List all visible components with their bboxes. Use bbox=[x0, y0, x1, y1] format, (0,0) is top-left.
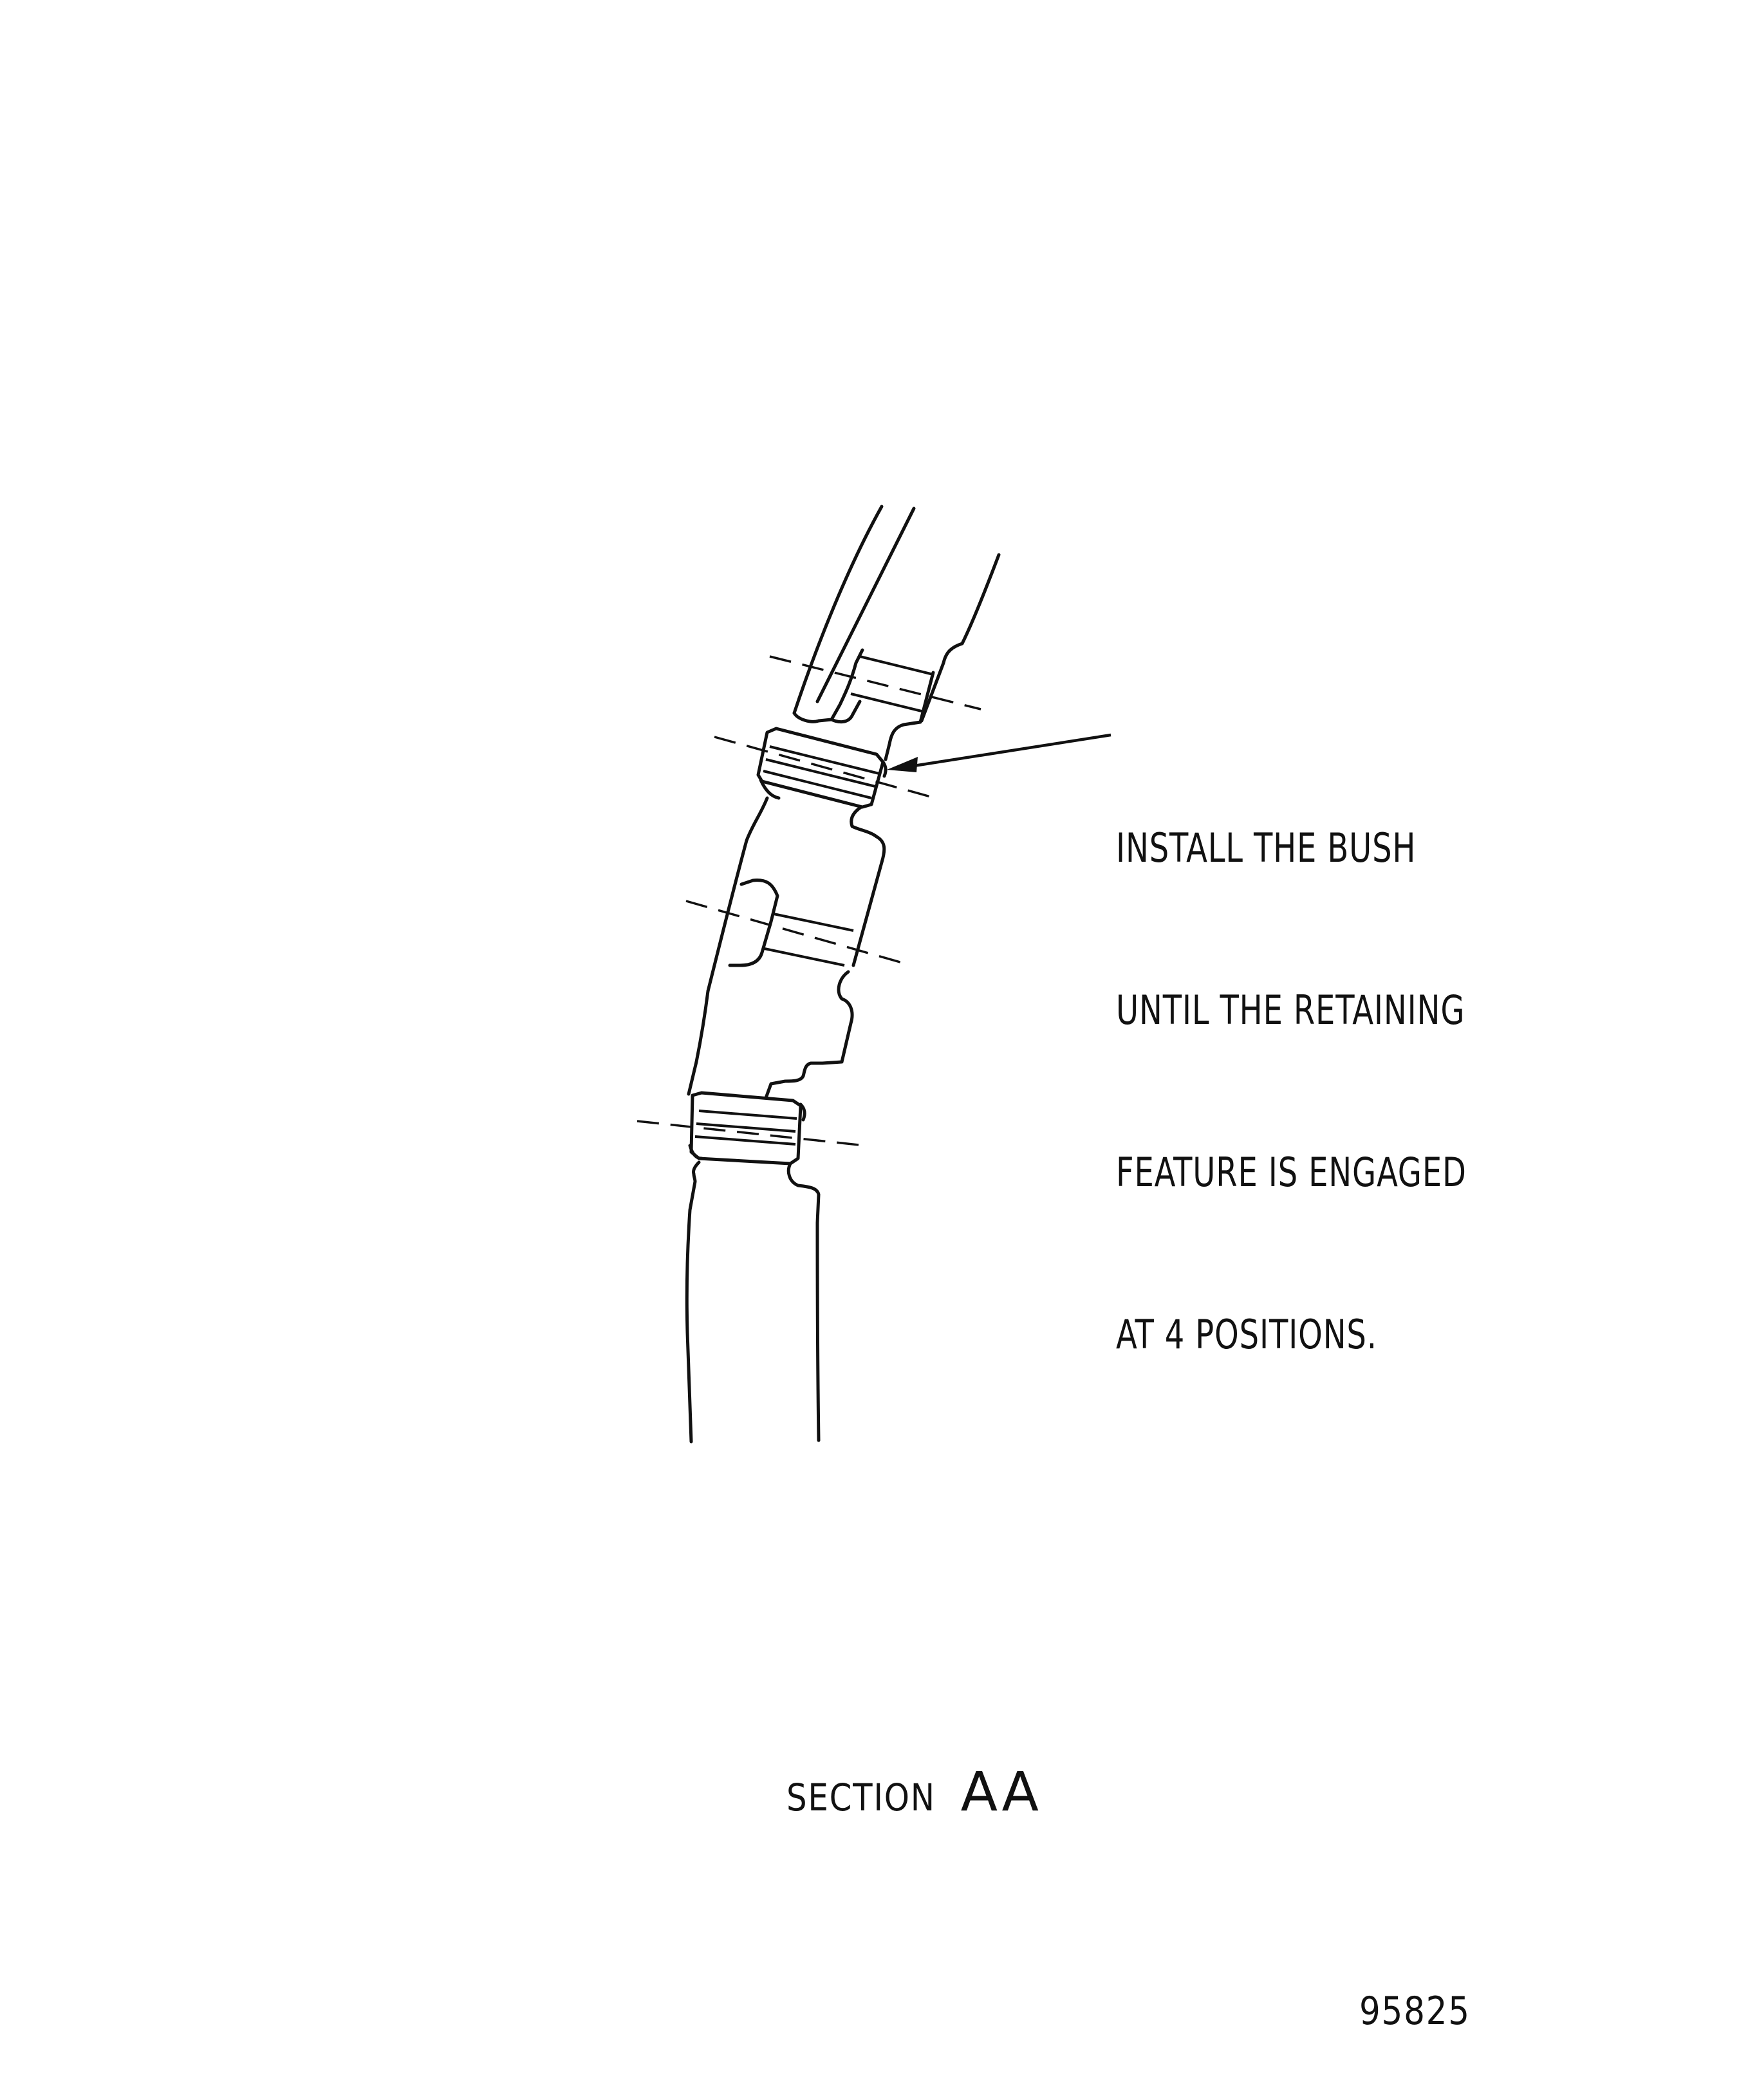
lower-body-divider bbox=[821, 1060, 844, 1065]
callout-line-1: INSTALL THE BUSH bbox=[1116, 824, 1417, 871]
middle-hole-bore-bottom bbox=[764, 947, 845, 967]
callout-line-4: AT 4 POSITIONS. bbox=[1116, 1311, 1377, 1358]
lower-body-left bbox=[687, 989, 710, 1096]
bottom-right-wall bbox=[786, 1162, 821, 1442]
section-title: SECTION AA bbox=[786, 1760, 1041, 1823]
lower-body-right bbox=[837, 970, 854, 1064]
upper-inner-curve bbox=[815, 506, 916, 703]
upper-bush bbox=[756, 727, 888, 809]
upper-hole-centerline bbox=[769, 655, 981, 711]
upper-outer-curve bbox=[792, 505, 884, 715]
section-letters: AA bbox=[960, 1760, 1041, 1823]
segment-upper-right bbox=[884, 720, 922, 761]
callout-line-2: UNTIL THE RETAINING bbox=[1116, 987, 1465, 1034]
upper-bush-centerline bbox=[714, 736, 931, 798]
bottom-left-wall bbox=[685, 1160, 701, 1444]
callout-line-3: FEATURE IS ENGAGED bbox=[1116, 1149, 1467, 1196]
middle-hole-block bbox=[728, 878, 779, 967]
middle-hole-centerline bbox=[685, 900, 903, 964]
upper-right-edge bbox=[920, 553, 1001, 723]
section-word: SECTION bbox=[786, 1776, 936, 1819]
upper-hole-right bbox=[918, 671, 935, 724]
callout-arrowhead bbox=[887, 757, 918, 772]
drawing-number: 95825 bbox=[1359, 1989, 1471, 2034]
lower-bush bbox=[688, 1091, 806, 1166]
upper-hole-bore-top bbox=[859, 655, 934, 676]
install-bush-callout: INSTALL THE BUSH UNTIL THE RETAINING FEA… bbox=[1116, 713, 1467, 1416]
upper-hole-bore-bottom bbox=[850, 692, 925, 713]
middle-body-left bbox=[706, 796, 769, 993]
lower-bush-centerline bbox=[637, 1120, 866, 1147]
lower-step bbox=[764, 1061, 824, 1100]
segment-upper-left bbox=[792, 711, 833, 723]
middle-body-right bbox=[850, 805, 886, 967]
middle-hole-bore-top bbox=[773, 913, 854, 932]
upper-hole-block bbox=[830, 648, 864, 723]
callout-leader-line bbox=[913, 733, 1111, 768]
